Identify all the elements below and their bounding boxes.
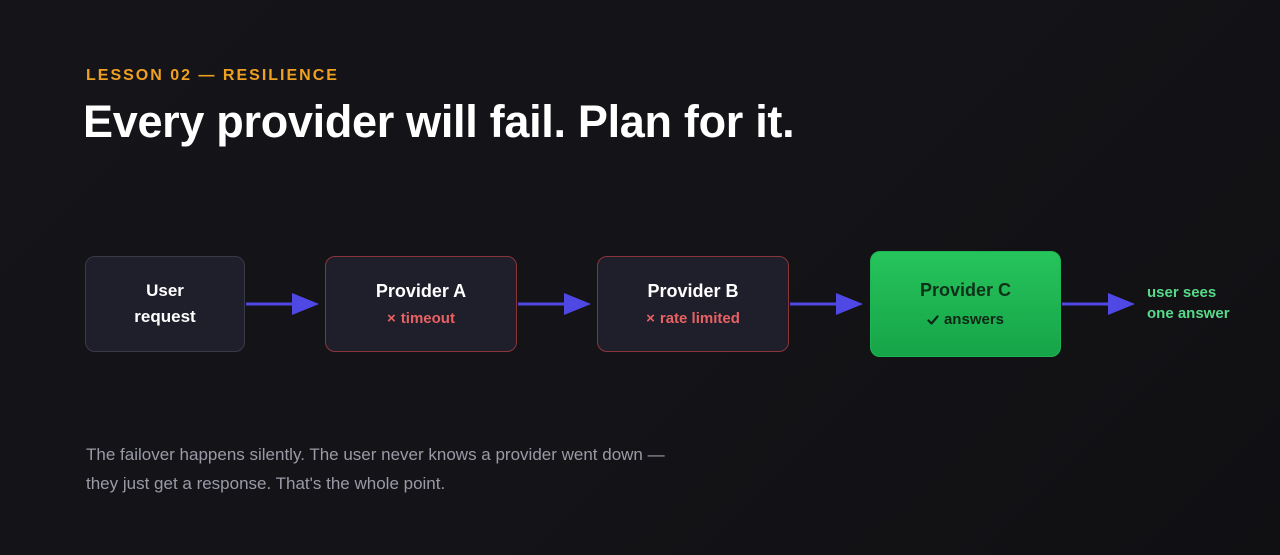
provider-c-status-text: answers	[943, 311, 1005, 328]
caption-line1: The failover happens silently. The user …	[86, 445, 665, 464]
cross-icon: ×	[646, 310, 655, 327]
provider-c-node: Provider C answers	[870, 251, 1061, 357]
caption-line2: they just get a response. That's the who…	[86, 474, 446, 493]
user-request-node: User request	[85, 256, 245, 352]
provider-a-node: Provider A ×timeout	[325, 256, 517, 352]
user-request-line1: User	[146, 281, 184, 300]
provider-b-node: Provider B ×rate limited	[597, 256, 789, 352]
provider-b-status: ×rate limited	[646, 310, 740, 328]
provider-c-title: Provider C	[919, 280, 1012, 300]
check-icon	[927, 315, 939, 325]
caption: The failover happens silently. The user …	[86, 440, 746, 498]
arrow-a-to-b	[518, 293, 591, 315]
arrow-b-to-c	[790, 293, 863, 315]
provider-a-status-text: timeout	[400, 310, 455, 327]
cross-icon: ×	[387, 310, 396, 327]
provider-a-title: Provider A	[375, 281, 467, 301]
outcome-label: user sees one answer	[1147, 282, 1230, 324]
user-request-line2: request	[134, 307, 196, 326]
outcome-line1: user sees	[1147, 284, 1217, 301]
arrow-user-to-a	[246, 293, 319, 315]
provider-c-status: answers	[927, 311, 1004, 329]
outcome-line2: one answer	[1147, 305, 1230, 322]
lesson-eyebrow: LESSON 02 — RESILIENCE	[86, 67, 339, 84]
arrow-c-to-outcome	[1062, 293, 1135, 315]
provider-b-status-text: rate limited	[659, 310, 740, 327]
provider-a-status: ×timeout	[387, 310, 455, 328]
provider-b-title: Provider B	[647, 281, 739, 301]
page-title: Every provider will fail. Plan for it.	[83, 96, 795, 147]
